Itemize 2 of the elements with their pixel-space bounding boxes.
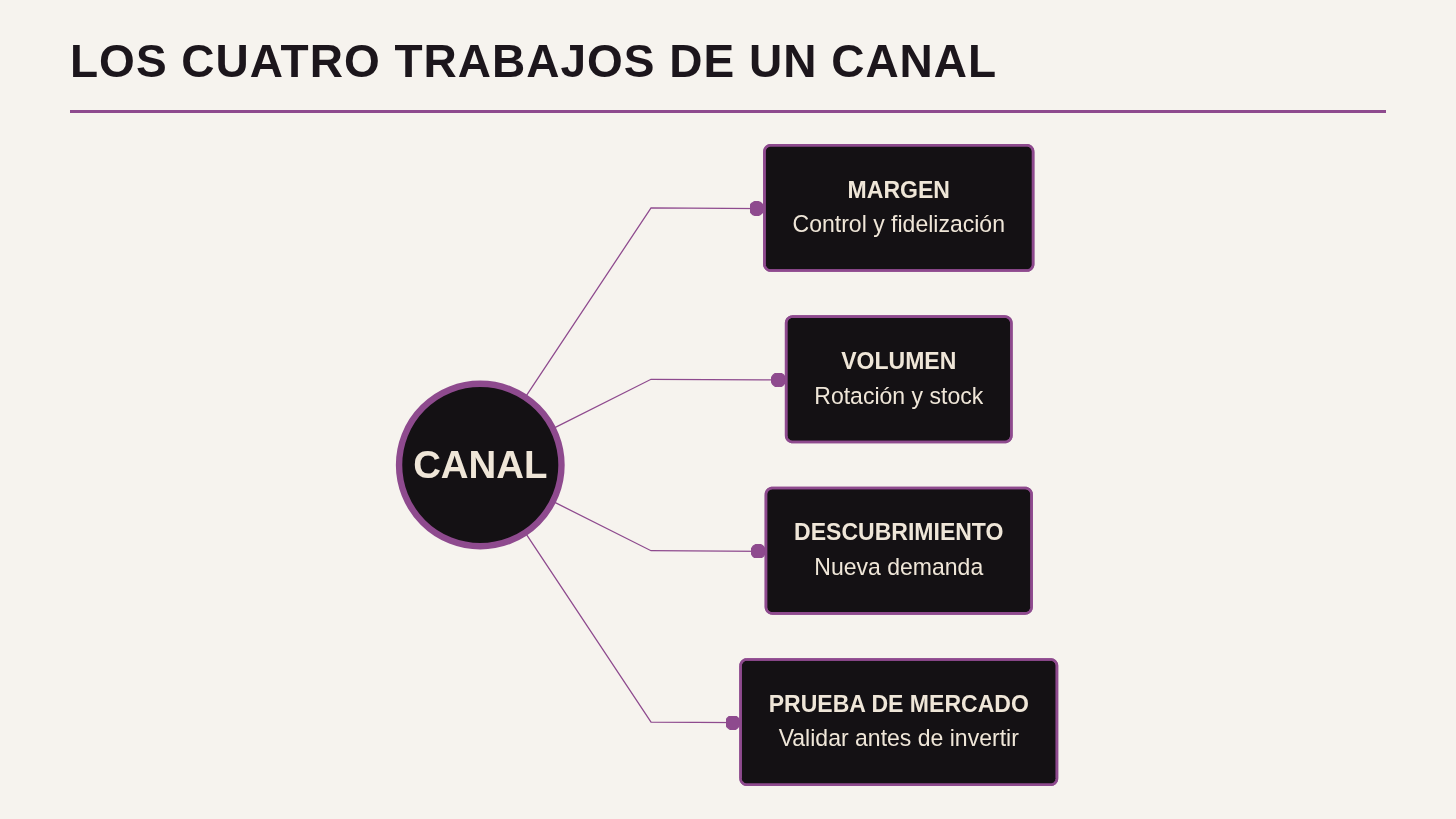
title: LOS CUATRO TRABAJOS DE UN CANAL xyxy=(70,34,998,88)
node-circle: CANAL xyxy=(395,380,565,550)
